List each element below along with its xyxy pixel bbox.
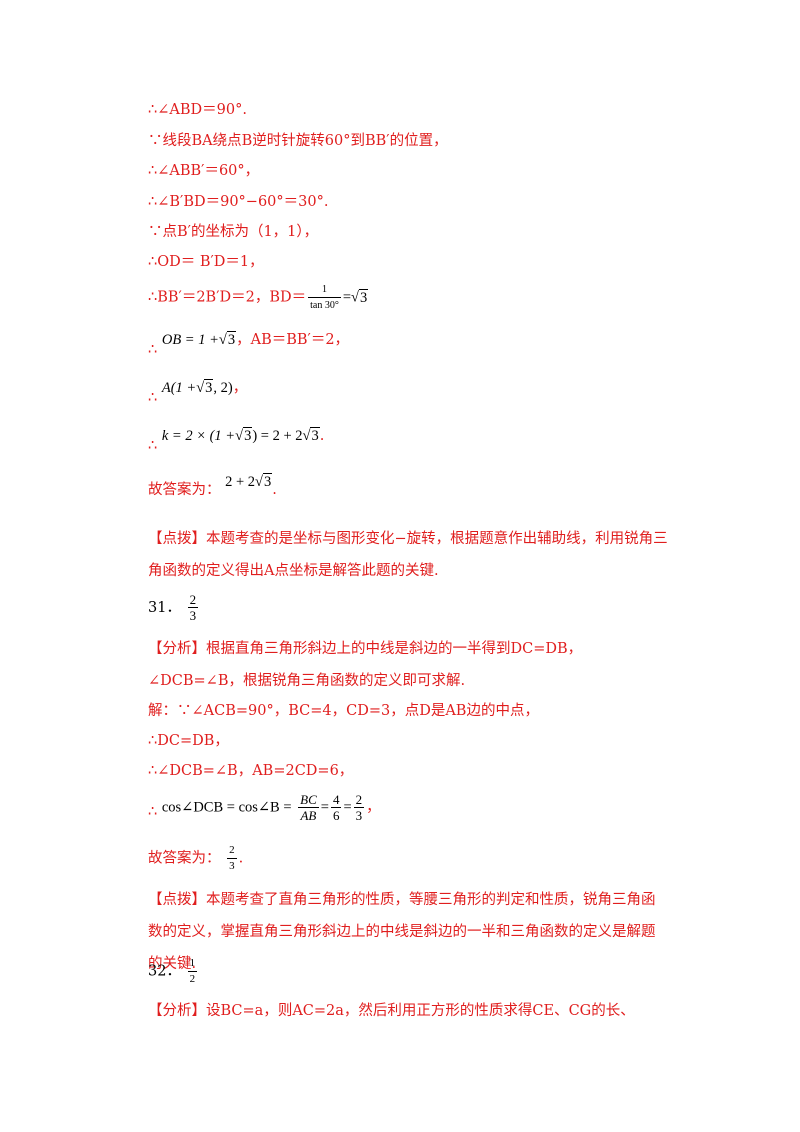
tip-31: 【点拨】本题考查了直角三角形的性质，等腰三角形的判定和性质，锐角三角函数的定义，…: [148, 892, 656, 972]
step-angle-abd: ∴∠ABD＝90°.: [148, 102, 247, 118]
sqrt-3: 3: [359, 288, 369, 306]
solution-31-line3: ∴∠DCB=∠B，AB=2CD=6，: [148, 763, 354, 779]
solution-31-line2: ∴DC=DB，: [148, 733, 229, 749]
step-angle-abb: ∴∠ABB′＝60°，: [148, 163, 260, 179]
answer-30: 故答案为： 2 + 2√3.: [148, 473, 277, 498]
analysis-32: 【分析】设BC=a，则AC=2a，然后利用正方形的性质求得CE、CG的长、: [148, 1003, 635, 1019]
step-od: ∴OD＝ B′D＝1，: [148, 254, 264, 270]
step-k-value: ∴ k = 2 × (1 +√3) = 2 + 2√3.: [148, 427, 325, 454]
solution-31-line1: 解：∵∠ACB=90°，BC=4，CD=3，点D是AB边的中点，: [148, 703, 539, 719]
step-ob: ∴ OB = 1 +√3，AB＝BB′＝2，: [148, 331, 350, 358]
step-rotation: ∵线段BA绕点B逆时针旋转60°到BB′的位置，: [148, 133, 448, 149]
analysis-31: 【分析】根据直角三角形斜边上的中线是斜边的一半得到DC=DB，∠DCB=∠B，根…: [148, 641, 583, 689]
step-angle-bbd: ∴∠B′BD＝90°−60°＝30°.: [148, 194, 329, 210]
step-point-b: ∵点B′的坐标为（1，1），: [148, 224, 319, 240]
tip-30: 【点拨】本题考查的是坐标与图形变化−旋转，根据题意作出辅助线，利用锐角三角函数的…: [148, 531, 668, 579]
step-point-a: ∴ A(1 +√3, 2)，: [148, 379, 248, 406]
